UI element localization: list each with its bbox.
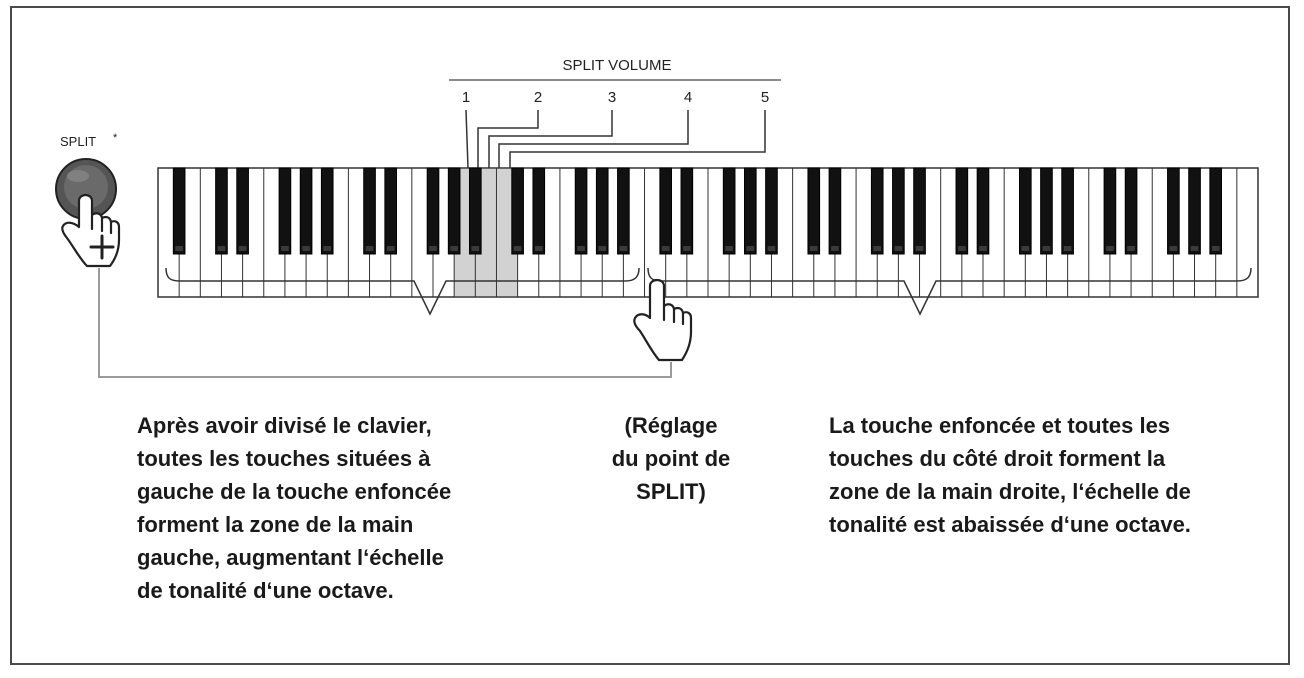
split-connector-line (98, 268, 672, 378)
black-key[interactable] (1103, 167, 1117, 255)
split-volume-level: 5 (761, 89, 769, 106)
left-zone-brace (165, 267, 640, 316)
black-key[interactable] (807, 167, 821, 255)
black-key-shine (873, 246, 882, 251)
black-key[interactable] (1040, 167, 1053, 255)
black-key-shine (746, 246, 755, 251)
diagram-frame (10, 6, 1290, 665)
black-key-shine (661, 246, 670, 251)
black-key[interactable] (468, 167, 482, 255)
left-zone-caption: Après avoir divisé le clavier, toutes le… (137, 413, 452, 603)
black-key[interactable] (955, 167, 969, 255)
black-key-shine (429, 246, 437, 251)
black-key[interactable] (215, 167, 228, 255)
split-volume-leader (465, 109, 469, 169)
right-zone-brace (647, 267, 1252, 316)
black-key-shine (1127, 246, 1135, 251)
split-volume-level: 3 (608, 89, 616, 106)
black-key-shine (450, 246, 458, 251)
black-key[interactable] (447, 167, 461, 255)
split-button-asterisk: * (113, 132, 118, 144)
black-key-shine (238, 246, 247, 251)
split-volume-levels: 1 2 3 4 5 (462, 89, 769, 106)
black-key-shine (894, 246, 903, 251)
black-key-shine (471, 246, 480, 251)
black-key[interactable] (765, 167, 778, 255)
black-key[interactable] (743, 167, 757, 255)
black-key[interactable] (172, 167, 186, 255)
black-key-shine (281, 246, 289, 251)
black-key[interactable] (278, 167, 292, 255)
black-key[interactable] (617, 167, 630, 255)
black-key[interactable] (320, 167, 334, 255)
split-volume-leaders (465, 109, 766, 169)
black-key[interactable] (595, 167, 609, 255)
black-key-shine (1021, 246, 1030, 251)
black-key[interactable] (236, 167, 249, 255)
black-key[interactable] (574, 167, 588, 255)
black-key[interactable] (1188, 167, 1201, 255)
split-diagram: SPLIT VOLUME 1 2 3 4 5 SPLIT * (55, 57, 1259, 378)
highlighted-keys (454, 169, 518, 296)
black-key-shine (767, 246, 776, 251)
split-volume-leader (477, 110, 539, 168)
black-key[interactable] (1167, 167, 1180, 255)
black-key[interactable] (680, 167, 694, 255)
black-key-shine (958, 246, 966, 251)
black-key[interactable] (828, 167, 842, 255)
black-key[interactable] (913, 167, 926, 255)
black-key-shine (979, 246, 987, 251)
black-keys[interactable] (172, 167, 1223, 255)
black-key[interactable] (1124, 167, 1138, 255)
black-key-shine (1063, 246, 1072, 251)
hand-pointer-plus-icon (61, 193, 121, 268)
black-key-shine (175, 246, 183, 251)
black-key-shine (1190, 246, 1199, 251)
black-key-shine (302, 246, 310, 251)
black-key-shine (365, 246, 374, 251)
black-key-shine (831, 246, 839, 251)
black-key-shine (386, 246, 395, 251)
hand-pointer-icon (633, 278, 693, 362)
split-volume-leader (498, 110, 689, 168)
black-key[interactable] (363, 167, 376, 255)
black-key-shine (1042, 246, 1051, 251)
black-key-shine (915, 246, 924, 251)
black-key[interactable] (659, 167, 673, 255)
right-zone-caption: La touche enfoncée et toutes les touches… (829, 413, 1191, 537)
black-key-shine (598, 246, 607, 251)
black-key-shine (323, 246, 332, 251)
black-key[interactable] (532, 167, 546, 255)
black-key[interactable] (976, 167, 990, 255)
split-volume-level: 4 (684, 89, 692, 106)
split-volume-level: 2 (534, 89, 542, 106)
black-key-shine (1106, 246, 1114, 251)
black-key-shine (1169, 246, 1178, 251)
black-key[interactable] (384, 167, 398, 255)
black-key-shine (619, 246, 628, 251)
black-key[interactable] (426, 167, 440, 255)
black-key-shine (1211, 246, 1220, 251)
black-key-shine (217, 246, 226, 251)
split-volume-leader (488, 110, 613, 168)
black-key[interactable] (1018, 167, 1032, 255)
black-key[interactable] (511, 167, 524, 255)
black-key[interactable] (722, 167, 736, 255)
split-volume-title: SPLIT VOLUME (563, 57, 672, 74)
black-key-shine (725, 246, 733, 251)
black-key[interactable] (299, 167, 313, 255)
black-key-shine (683, 246, 691, 251)
split-point-caption: (Réglage du point de SPLIT) (611, 413, 731, 504)
split-volume-level: 1 (462, 89, 470, 106)
split-volume-leader (509, 110, 766, 168)
black-key[interactable] (1061, 167, 1074, 255)
black-key-shine (513, 246, 522, 251)
black-key[interactable] (1209, 167, 1223, 255)
black-key-shine (809, 246, 818, 251)
split-button-label: SPLIT (60, 134, 96, 149)
black-key[interactable] (870, 167, 884, 255)
black-key[interactable] (892, 167, 905, 255)
black-key-shine (577, 246, 585, 251)
black-key-shine (534, 246, 543, 251)
